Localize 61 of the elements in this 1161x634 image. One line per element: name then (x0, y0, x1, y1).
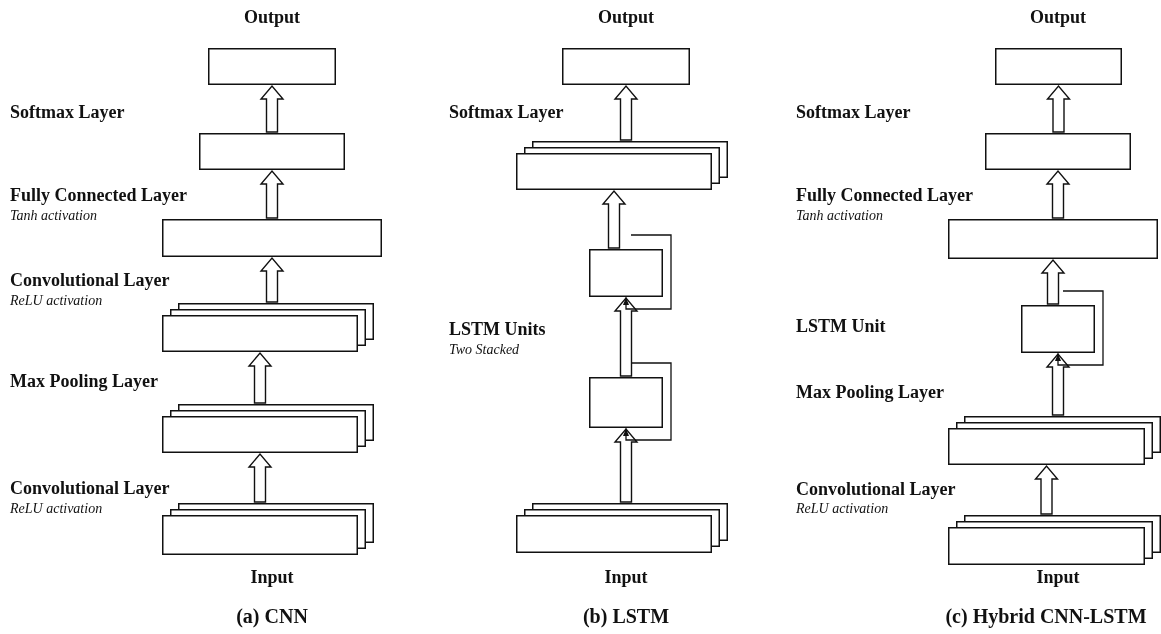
layer-name: Convolutional Layer (796, 480, 956, 500)
layer-name: Max Pooling Layer (10, 372, 158, 392)
block-arrow (613, 427, 639, 503)
io-label: Input (1036, 568, 1080, 588)
activation-note: Two Stacked (449, 342, 520, 358)
layer-box (162, 219, 382, 257)
layer-box (589, 249, 663, 297)
block-arrow (1046, 84, 1071, 133)
stacked-layer-box (516, 503, 728, 553)
layer-name: Fully Connected Layer (796, 186, 973, 206)
block-arrow (247, 351, 273, 404)
layer-box (589, 377, 663, 428)
panel-caption: (a) CNN (236, 605, 308, 627)
activation-note: Tanh activation (10, 208, 97, 224)
stacked-layer-box (948, 416, 1161, 465)
stacked-layer-box (162, 503, 374, 555)
activation-note: ReLU activation (796, 501, 889, 517)
block-arrow (259, 256, 285, 303)
block-arrow (1040, 258, 1066, 305)
layer-box (995, 48, 1122, 85)
layer-name: Fully Connected Layer (10, 186, 187, 206)
layer-box (985, 133, 1131, 170)
panel-caption: (c) Hybrid CNN-LSTM (945, 605, 1147, 627)
layer-box (208, 48, 336, 85)
panel-caption: (b) LSTM (582, 605, 670, 627)
io-label: Output (1030, 8, 1086, 28)
stacked-layer-box (162, 404, 374, 453)
block-arrow (613, 296, 639, 377)
activation-note: ReLU activation (10, 293, 103, 309)
block-arrow (601, 189, 627, 249)
recurrent-loop-arrow (622, 234, 672, 310)
layer-box (562, 48, 690, 85)
activation-note: ReLU activation (10, 501, 103, 517)
stacked-layer-box (516, 141, 728, 190)
io-label: Output (598, 8, 654, 28)
io-label: Output (244, 8, 300, 28)
block-arrow (247, 452, 273, 503)
layer-box (199, 133, 345, 170)
block-arrow (1045, 169, 1071, 219)
layer-name: Softmax Layer (10, 103, 125, 123)
layer-box (948, 219, 1158, 259)
stacked-layer-box (162, 303, 374, 352)
block-arrow (1045, 352, 1071, 416)
stacked-layer-box (948, 515, 1161, 565)
layer-name: Max Pooling Layer (796, 383, 944, 403)
recurrent-loop-arrow (622, 362, 672, 441)
layer-name: LSTM Units (449, 320, 546, 340)
io-label: Input (250, 568, 294, 588)
io-label: Input (604, 568, 648, 588)
block-arrow (1034, 464, 1059, 515)
block-arrow (259, 84, 285, 133)
layer-name: Softmax Layer (796, 103, 911, 123)
layer-box (1021, 305, 1095, 353)
layer-name: Softmax Layer (449, 103, 564, 123)
activation-note: Tanh activation (796, 208, 883, 224)
layer-name: Convolutional Layer (10, 271, 170, 291)
layer-name: LSTM Unit (796, 317, 886, 337)
block-arrow (613, 84, 639, 141)
block-arrow (259, 169, 285, 219)
layer-name: Convolutional Layer (10, 479, 170, 499)
recurrent-loop-arrow (1054, 290, 1104, 366)
